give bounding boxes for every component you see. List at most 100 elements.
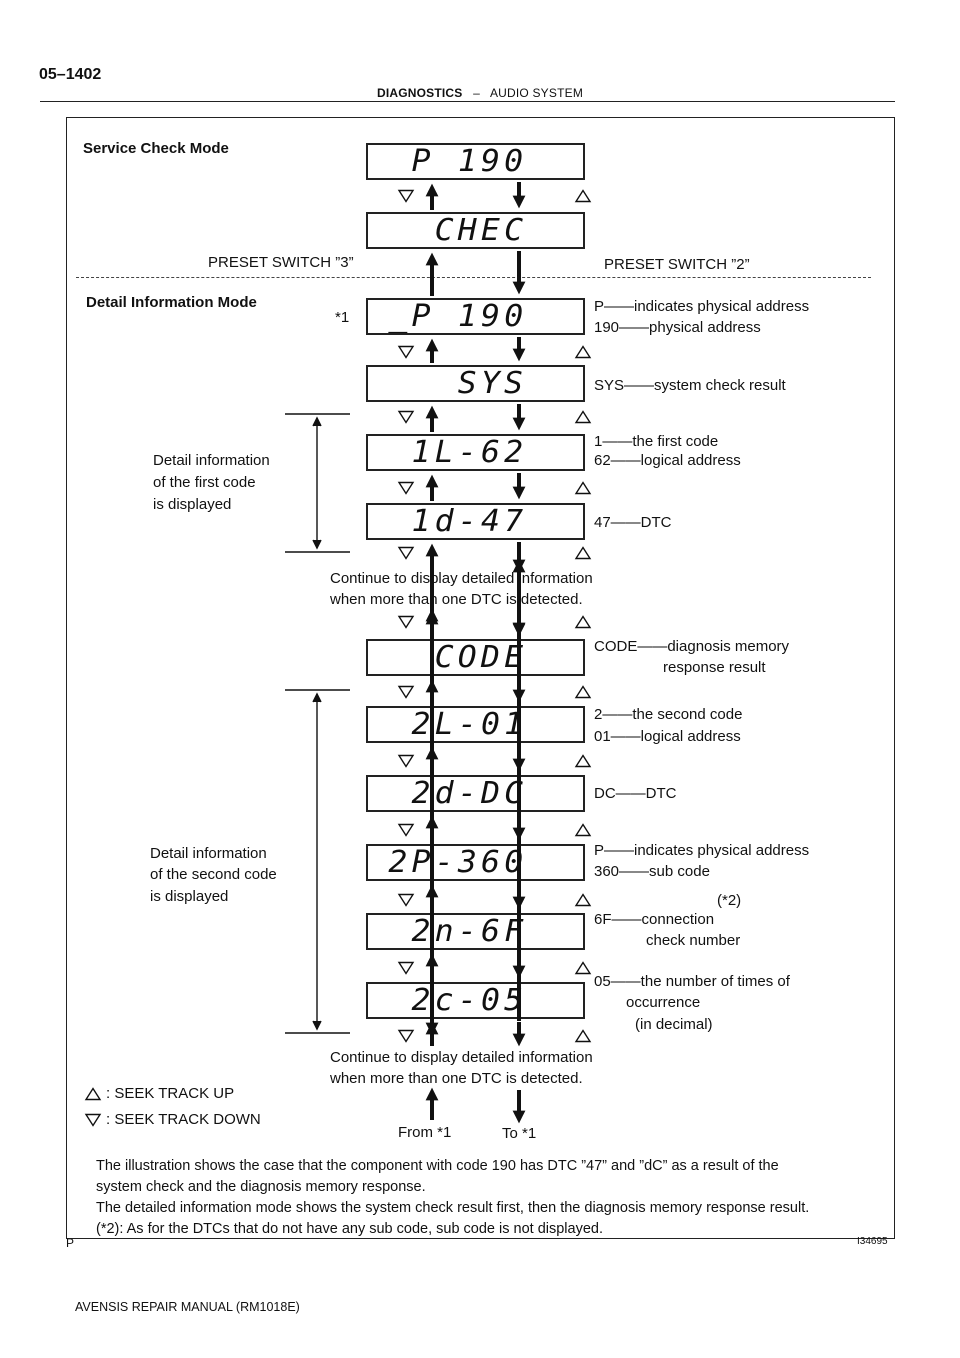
display-1l-62: 1L-62 <box>366 434 585 471</box>
to-star1-label: To *1 <box>502 1125 537 1142</box>
seek-down-icon <box>397 961 415 975</box>
seek-up-icon <box>574 1029 592 1043</box>
mode-divider <box>76 277 871 278</box>
seek-up-icon <box>574 410 592 424</box>
display-text: CHEC <box>434 213 527 248</box>
diagram-frame <box>66 117 895 1239</box>
desc-second-code: 2——the second code <box>594 706 743 723</box>
display-p190: P 190 <box>366 143 585 180</box>
desc-dc-dtc: DC——DTC <box>594 785 677 802</box>
illustration-note: The illustration shows the case that the… <box>96 1156 886 1240</box>
display-sys: SYS <box>366 365 585 402</box>
note-line3: The detailed information mode shows the … <box>96 1200 810 1216</box>
header-rule <box>40 101 895 102</box>
display-text: 2d-DC <box>411 776 527 811</box>
section-title: DIAGNOSTICS – AUDIO SYSTEM <box>0 86 960 100</box>
display-text: 1d-47 <box>411 504 527 539</box>
seek-up-icon <box>574 754 592 768</box>
desc-p-physical: P——indicates physical address <box>594 298 810 315</box>
display-text: CODE <box>434 640 527 675</box>
continue1-line1: Continue to display detailed information <box>330 570 593 587</box>
note-line4: (*2): As for the DTCs that do not have a… <box>96 1221 603 1237</box>
display-1d-47: 1d-47 <box>366 503 585 540</box>
desc-47-dtc: 47——DTC <box>594 514 672 531</box>
note-line1: The illustration shows the case that the… <box>96 1158 779 1174</box>
desc-190-physical: 190——physical address <box>594 319 761 336</box>
display-2l-01: 2L-01 <box>366 706 585 743</box>
seek-up-icon <box>574 685 592 699</box>
seek-up-icon <box>574 893 592 907</box>
detail-information-mode-label: Detail Information Mode <box>86 294 257 311</box>
seek-down-icon <box>397 893 415 907</box>
seek-up-icon <box>574 546 592 560</box>
desc-occurrence: occurrence <box>626 994 701 1011</box>
desc-star2: (*2) <box>717 892 742 909</box>
legend-seek-down: : SEEK TRACK DOWN <box>106 1111 261 1128</box>
seek-down-icon <box>397 823 415 837</box>
section-title-rest: AUDIO SYSTEM <box>489 86 584 100</box>
seek-down-icon <box>397 546 415 560</box>
desc-in-decimal: (in decimal) <box>635 1016 713 1033</box>
seek-down-icon <box>84 1113 102 1127</box>
page-number: 05–1402 <box>39 66 102 83</box>
desc-check-number: check number <box>646 932 741 949</box>
desc-01-logical: 01——logical address <box>594 728 741 745</box>
display-text: P 190 <box>411 144 527 179</box>
group2-line1: Detail information <box>150 845 267 862</box>
display-text: 1L-62 <box>411 435 527 470</box>
display-2p-360: 2P-360 <box>366 844 585 881</box>
desc-code-response: response result <box>663 659 766 676</box>
desc-360-subcode: 360——sub code <box>594 863 710 880</box>
seek-up-icon <box>574 481 592 495</box>
desc-6f-connection: 6F——connection <box>594 911 715 928</box>
display-2c-05: 2c-05 <box>366 982 585 1019</box>
seek-down-icon <box>397 685 415 699</box>
p-corner-label: P <box>66 1236 75 1250</box>
seek-up-icon <box>574 961 592 975</box>
preset-switch-3-label: PRESET SWITCH ”3” <box>208 254 354 271</box>
seek-down-icon <box>397 481 415 495</box>
seek-up-icon <box>84 1087 102 1101</box>
display-text: 2c-05 <box>411 983 527 1018</box>
display-p190-detail: _P 190 <box>366 298 585 335</box>
desc-first-code: 1——the first code <box>594 433 719 450</box>
group2-line2: of the second code <box>150 866 277 883</box>
seek-up-icon <box>574 823 592 837</box>
section-sep: – <box>473 86 480 100</box>
service-check-mode-label: Service Check Mode <box>83 140 229 157</box>
seek-up-icon <box>574 189 592 203</box>
bracket-arrowhead <box>312 1020 322 1031</box>
section-title-bold: DIAGNOSTICS <box>376 86 463 100</box>
seek-down-icon <box>397 615 415 629</box>
desc-p-physical-2: P——indicates physical address <box>594 842 810 859</box>
footer-manual: AVENSIS REPAIR MANUAL (RM1018E) <box>75 1300 300 1314</box>
star1-label: *1 <box>335 309 350 326</box>
display-2d-dc: 2d-DC <box>366 775 585 812</box>
group1-line2: of the first code <box>153 474 256 491</box>
desc-05-times: 05——the number of times of <box>594 973 790 990</box>
group1-line1: Detail information <box>153 452 270 469</box>
seek-down-icon <box>397 1029 415 1043</box>
display-text: 2n-6F <box>411 914 527 949</box>
seek-up-icon <box>574 615 592 629</box>
display-text: SYS <box>457 366 527 401</box>
from-star1-label: From *1 <box>398 1124 452 1141</box>
display-text: 2P-360 <box>388 845 527 880</box>
display-2n-6f: 2n-6F <box>366 913 585 950</box>
seek-down-icon <box>397 345 415 359</box>
display-chec: CHEC <box>366 212 585 249</box>
seek-down-icon <box>397 410 415 424</box>
continue2-line2: when more than one DTC is detected. <box>330 1070 583 1087</box>
image-id: I34695 <box>857 1236 888 1247</box>
continue2-line1: Continue to display detailed information <box>330 1049 593 1066</box>
display-text: _P 190 <box>388 299 527 334</box>
bracket-arrowhead <box>312 692 322 703</box>
desc-code: CODE——diagnosis memory <box>594 638 790 655</box>
bracket-arrowhead <box>312 416 322 427</box>
display-code: CODE <box>366 639 585 676</box>
group2-line3: is displayed <box>150 888 229 905</box>
seek-up-icon <box>574 345 592 359</box>
seek-down-icon <box>397 754 415 768</box>
group1-line3: is displayed <box>153 496 232 513</box>
